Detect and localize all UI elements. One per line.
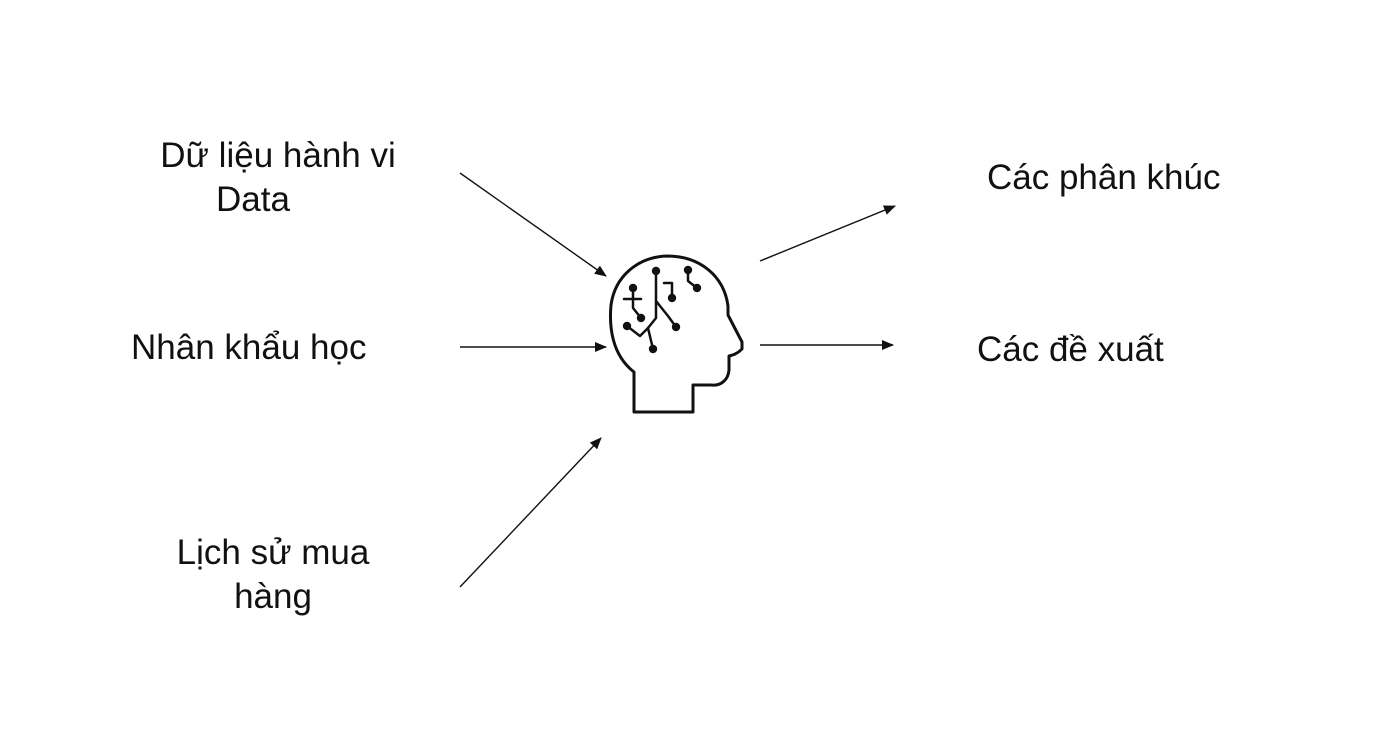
- circuit-nodes: [622, 265, 702, 354]
- input-label-demographics: Nhân khẩu học: [131, 328, 367, 367]
- arrow-behavior-to-ai: [459, 172, 607, 277]
- behavior-line-1: Dữ liệu hành vi: [160, 136, 396, 175]
- behavior-line-2: Data: [216, 180, 290, 219]
- input-label-behavior-data: Dữ liệu hành vi Data: [150, 134, 406, 222]
- ai-brain-head-icon: [609, 254, 744, 414]
- history-line-1: Lịch sử mua: [176, 533, 370, 572]
- arrow-ai-to-segments: [759, 205, 896, 262]
- output-label-recommendations: Các đề xuất: [977, 330, 1164, 369]
- history-line-2: hàng: [234, 577, 312, 616]
- input-label-purchase-history: Lịch sử mua hàng: [160, 531, 386, 619]
- arrow-history-to-ai: [459, 437, 602, 588]
- output-label-segments: Các phân khúc: [987, 158, 1221, 197]
